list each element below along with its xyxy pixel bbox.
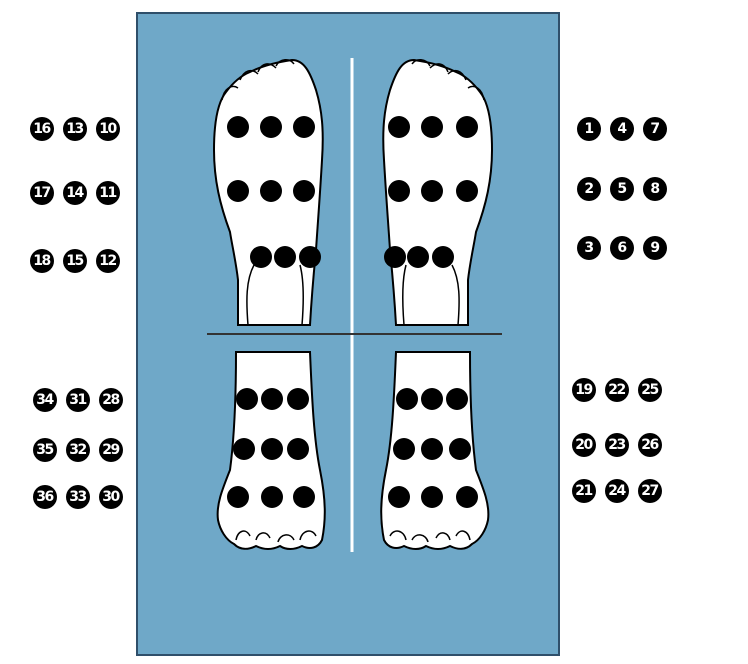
sensor-number-badge: 15	[63, 249, 87, 273]
sensor-number-badge: 8	[643, 177, 667, 201]
sensor-dot-bottom-right	[421, 486, 443, 508]
label-row: 36 33 30	[33, 485, 123, 509]
sensor-number-badge: 28	[99, 388, 123, 412]
label-row: 19 22 25	[572, 378, 662, 402]
sensor-dot-bottom-left	[261, 486, 283, 508]
label-row: 34 31 28	[33, 388, 123, 412]
sensor-number-badge: 25	[638, 378, 662, 402]
sensor-dot-top-left	[260, 180, 282, 202]
sensor-dot-bottom-right	[456, 486, 478, 508]
sensor-dot-top-left	[293, 180, 315, 202]
quadrant-guides	[207, 58, 502, 552]
sensor-number-badge: 2	[577, 177, 601, 201]
heel-contour	[401, 264, 460, 326]
sensor-dot-bottom-left	[233, 438, 255, 460]
sensor-dot-bottom-left	[261, 388, 283, 410]
sensor-number-badge: 14	[63, 181, 87, 205]
sensor-number-badge: 36	[33, 485, 57, 509]
sensor-number-badge: 26	[638, 433, 662, 457]
sensor-number-badge: 22	[605, 378, 629, 402]
sensor-number-badge: 27	[638, 479, 662, 503]
sensor-number-badge: 10	[96, 117, 120, 141]
sensor-dot-bottom-left	[293, 486, 315, 508]
sensor-dot-bottom-left	[236, 388, 258, 410]
sensor-number-badge: 3	[577, 236, 601, 260]
sensor-dot-top-right	[384, 246, 406, 268]
sensor-dot-bottom-left	[261, 438, 283, 460]
sensor-dot-top-right	[407, 246, 429, 268]
sensor-number-badge: 31	[66, 388, 90, 412]
sensor-dot-top-right	[456, 116, 478, 138]
label-group-bottom-right: 19 22 25 20 23 26 21 24 27	[572, 378, 662, 503]
sensor-number-badge: 6	[610, 236, 634, 260]
label-group-top-left: 16 13 10 17 14 11 18 15 12	[30, 117, 120, 273]
sensor-number-badge: 18	[30, 249, 54, 273]
sensor-dot-bottom-right	[446, 388, 468, 410]
toe-contour	[221, 59, 295, 101]
sensor-number-badge: 19	[572, 378, 596, 402]
sensor-number-badge: 4	[610, 117, 634, 141]
sensor-dot-top-left	[227, 116, 249, 138]
sensor-number-badge: 12	[96, 249, 120, 273]
sensor-number-badge: 9	[643, 236, 667, 260]
sensor-number-badge: 13	[63, 117, 87, 141]
sensor-dot-bottom-right	[449, 438, 471, 460]
sensor-dot-bottom-left	[287, 438, 309, 460]
label-row: 17 14 11	[30, 181, 120, 205]
sensor-number-badge: 23	[605, 433, 629, 457]
sensor-dot-top-left	[274, 246, 296, 268]
sensor-number-badge: 1	[577, 117, 601, 141]
label-row: 35 32 29	[33, 438, 123, 462]
sensor-dot-bottom-right	[388, 486, 410, 508]
sensor-dot-bottom-right	[393, 438, 415, 460]
label-group-bottom-left: 34 31 28 35 32 29 36 33 30	[33, 388, 123, 509]
sensor-dot-top-left	[293, 116, 315, 138]
sensor-number-badge: 20	[572, 433, 596, 457]
sensor-dot-top-right	[388, 116, 410, 138]
sensor-dot-bottom-left	[287, 388, 309, 410]
sensor-dot-top-right	[432, 246, 454, 268]
sensor-number-badge: 17	[30, 181, 54, 205]
sensor-dot-top-right	[421, 116, 443, 138]
sensor-dot-top-right	[421, 180, 443, 202]
sensor-dot-bottom-right	[421, 438, 443, 460]
sensor-dots-layer	[227, 116, 478, 508]
sensor-dot-top-left	[299, 246, 321, 268]
sensor-dot-top-left	[250, 246, 272, 268]
toenail-contour	[389, 530, 471, 543]
sensor-number-badge: 34	[33, 388, 57, 412]
label-row: 21 24 27	[572, 479, 662, 503]
sensor-number-badge: 35	[33, 438, 57, 462]
label-row: 20 23 26	[572, 433, 662, 457]
sensor-number-badge: 33	[66, 485, 90, 509]
sensor-number-badge: 11	[96, 181, 120, 205]
sensor-number-badge: 7	[643, 117, 667, 141]
sensor-number-badge: 5	[610, 177, 634, 201]
toenail-contour	[235, 530, 317, 543]
heel-contour	[246, 264, 305, 326]
label-row: 18 15 12	[30, 249, 120, 273]
sensor-number-badge: 24	[605, 479, 629, 503]
sensor-dot-bottom-left	[227, 486, 249, 508]
sensor-dot-top-right	[388, 180, 410, 202]
label-row: 16 13 10	[30, 117, 120, 141]
sensor-number-badge: 21	[572, 479, 596, 503]
sensor-dot-top-left	[260, 116, 282, 138]
sensor-number-badge: 30	[99, 485, 123, 509]
sensor-dot-top-left	[227, 180, 249, 202]
sensor-number-badge: 32	[66, 438, 90, 462]
sensor-dot-top-right	[456, 180, 478, 202]
toe-contour	[411, 59, 485, 101]
sensor-number-badge: 29	[99, 438, 123, 462]
sensor-number-badge: 16	[30, 117, 54, 141]
sensor-dot-bottom-right	[396, 388, 418, 410]
sensor-dot-bottom-right	[421, 388, 443, 410]
